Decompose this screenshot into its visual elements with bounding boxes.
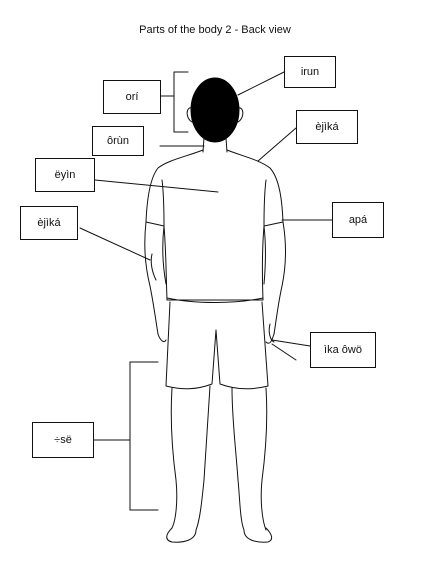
leader-eyin bbox=[94, 179, 219, 193]
label-eyin: ëyìn bbox=[35, 158, 95, 192]
leader-ejika-right bbox=[257, 127, 297, 162]
shirt-hem bbox=[166, 297, 264, 303]
right-leg bbox=[231, 387, 268, 531]
label-apa: apá bbox=[332, 202, 384, 238]
label-orun: ôrùn bbox=[92, 126, 144, 156]
diagram-title: Parts of the body 2 - Back view bbox=[139, 24, 291, 36]
leader-ika-owo bbox=[271, 339, 311, 361]
left-foot bbox=[166, 527, 197, 543]
label-ese: ÷së bbox=[32, 422, 94, 458]
left-ear bbox=[186, 107, 193, 123]
leader-ejika-left bbox=[79, 227, 151, 261]
label-irun: irun bbox=[284, 56, 336, 88]
right-arm bbox=[263, 221, 286, 335]
leader-irun bbox=[237, 71, 285, 96]
shirt bbox=[145, 149, 284, 301]
label-ika-owo: ìka ôwö bbox=[310, 332, 376, 368]
leader-ese bbox=[93, 361, 159, 511]
label-ori: orí bbox=[103, 80, 161, 114]
right-ear bbox=[237, 107, 244, 123]
right-foot bbox=[243, 527, 273, 543]
label-ejika-left: èjìká bbox=[20, 206, 78, 240]
left-leg bbox=[170, 385, 211, 531]
head-hair bbox=[190, 77, 240, 143]
label-ejika-right: èjìká bbox=[296, 110, 358, 144]
shorts bbox=[165, 301, 269, 390]
left-arm bbox=[144, 221, 167, 335]
leader-ori bbox=[160, 71, 189, 133]
right-hand bbox=[265, 323, 275, 344]
left-hand bbox=[150, 253, 167, 343]
